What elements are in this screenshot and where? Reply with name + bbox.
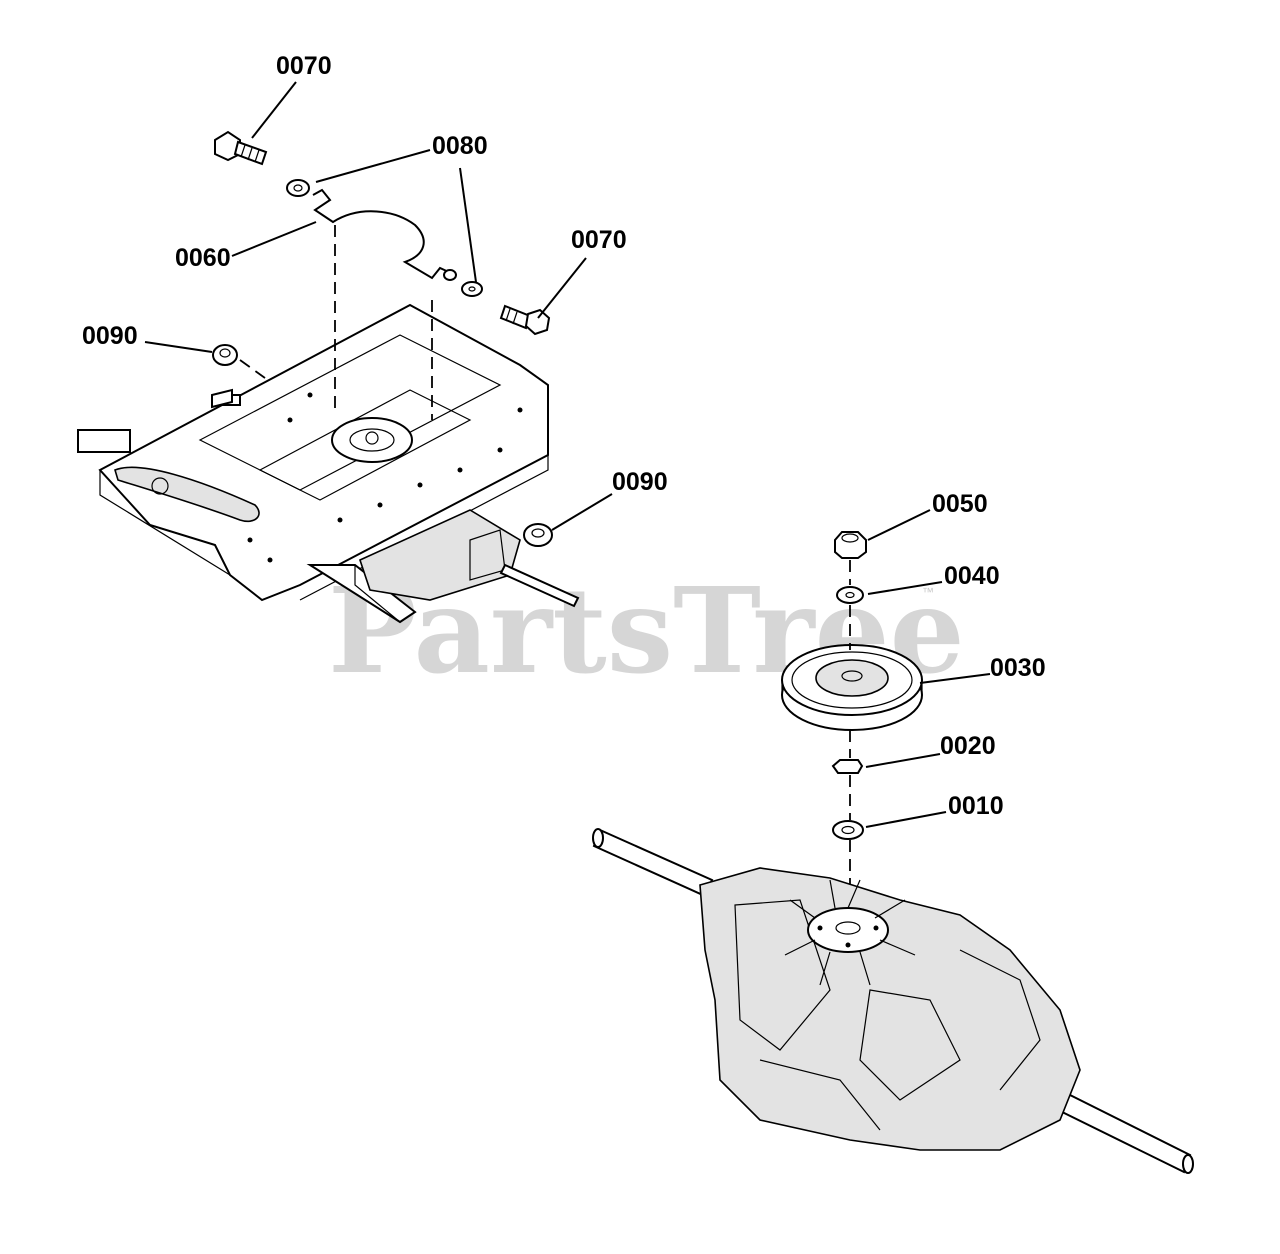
transaxle — [592, 828, 1194, 1174]
hex-bolt-right — [499, 304, 551, 336]
washer-0040 — [836, 586, 864, 604]
washer-0010 — [832, 820, 864, 840]
chassis-frame — [77, 303, 580, 624]
hex-nut — [834, 531, 867, 559]
flange-nut-right — [523, 523, 553, 547]
frame-holes — [247, 392, 523, 563]
hex-bolt-top — [214, 130, 268, 166]
callout-0090-left: 0090 — [82, 322, 138, 350]
callout-0060: 0060 — [175, 244, 231, 272]
callout-0050: 0050 — [932, 490, 988, 518]
v-belt-pulley — [781, 644, 923, 731]
pulley-stack — [781, 531, 923, 900]
watermark-trademark: ™ — [922, 585, 934, 599]
callout-0080: 0080 — [432, 132, 488, 160]
wire-rod — [312, 188, 454, 280]
washer-top — [286, 179, 310, 197]
upper-hardware — [212, 130, 553, 547]
callout-labels: 0070 0080 0060 0070 0090 0090 0050 0040 … — [82, 52, 1046, 820]
callout-0070-right: 0070 — [571, 226, 627, 254]
pulley-key — [831, 759, 864, 774]
callout-0040: 0040 — [944, 562, 1000, 590]
callout-0090-right: 0090 — [612, 468, 668, 496]
callout-0030: 0030 — [990, 654, 1046, 682]
callout-0020: 0020 — [940, 732, 996, 760]
callout-0010: 0010 — [948, 792, 1004, 820]
callout-0070-top: 0070 — [276, 52, 332, 80]
leader-lines — [144, 81, 991, 828]
washer-right — [461, 281, 483, 297]
flange-nut-left — [212, 344, 238, 366]
cooling-fan — [784, 879, 916, 986]
